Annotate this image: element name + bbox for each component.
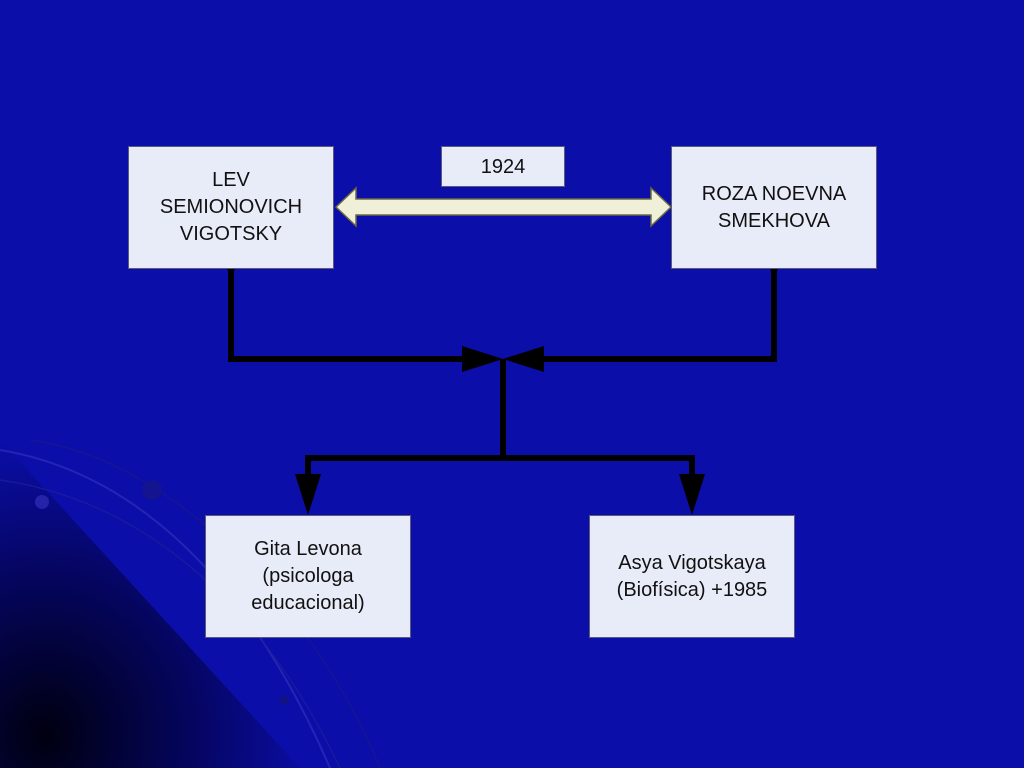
lev-arrowhead	[462, 346, 503, 372]
roza-arrowhead	[503, 346, 544, 372]
parent-box-roza: ROZA NOEVNA SMEKHOVA	[671, 146, 877, 269]
marriage-double-arrow	[334, 186, 673, 228]
gita-arrowhead	[295, 474, 321, 515]
swoosh-dot-3	[279, 695, 289, 705]
child-box-gita: Gita Levona (psicologa educacional)	[205, 515, 411, 638]
asya-arrowhead	[679, 474, 705, 515]
swoosh-curve-1	[0, 449, 331, 768]
decorative-swoosh	[0, 439, 381, 768]
marriage-year-box: 1924	[441, 146, 565, 187]
child-box-asya: Asya Vigotskaya (Biofísica) +1985	[589, 515, 795, 638]
swoosh-dark-wedge	[0, 440, 300, 768]
lev-connector-line	[228, 268, 467, 362]
roza-connector-line	[540, 268, 777, 362]
children-branch-line	[305, 455, 695, 480]
swoosh-curve-2	[0, 479, 341, 768]
swoosh-dot-1	[35, 495, 49, 509]
parent-box-lev: LEV SEMIONOVICH VIGOTSKY	[128, 146, 334, 269]
swoosh-dot-2	[142, 480, 162, 500]
